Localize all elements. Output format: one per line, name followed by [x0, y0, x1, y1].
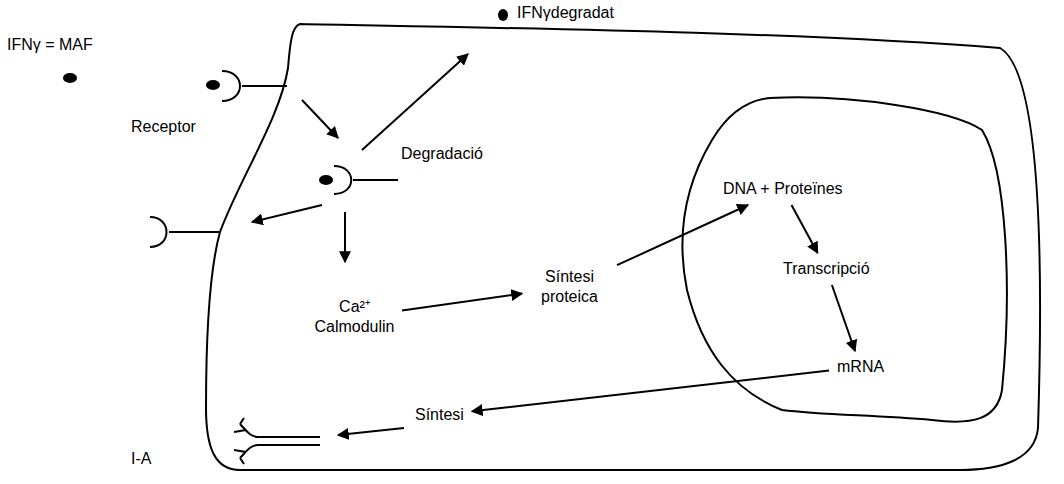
receptor-label: Receptor	[128, 116, 199, 138]
nucleus-outline-line	[682, 97, 1007, 421]
calcium-step: Ca²⁺ Calmodulin	[312, 296, 397, 338]
flow-arrow	[338, 428, 404, 435]
flow-arrow	[344, 212, 346, 262]
flow-connector	[792, 205, 818, 253]
node-text: IFNγdegradat	[517, 3, 614, 23]
protein-synthesis: Síntesi proteica	[527, 266, 612, 308]
mrna: mRNA	[834, 356, 887, 378]
node-text: Ca²⁺ Calmodulin	[314, 297, 395, 337]
receptor-tail	[353, 179, 398, 181]
degraded-ifn: IFNγdegradat	[514, 2, 617, 24]
ifn-dot	[63, 73, 77, 83]
internal-ifn-dot	[319, 175, 333, 185]
flow-connector	[832, 285, 855, 351]
receptor-symbol	[222, 71, 240, 101]
node-text: DNA + Proteïnes	[723, 179, 843, 199]
transcription: Transcripció	[780, 258, 873, 280]
flow-arrow	[252, 205, 322, 222]
node-text: Síntesi	[415, 405, 464, 425]
ifn-label: IFNγ = MAF	[4, 34, 96, 56]
ia-molecule	[234, 445, 258, 464]
node-text: mRNA	[837, 357, 884, 377]
receptor-symbol	[150, 217, 167, 247]
ia-molecule	[234, 418, 258, 437]
node-text: Síntesi proteica	[529, 267, 610, 307]
dna-proteins: DNA + Proteïnes	[720, 178, 846, 200]
ifn-degraded-dot	[498, 9, 508, 21]
receptor-tail	[169, 231, 219, 233]
degradation-label: Degradació	[398, 143, 486, 165]
cell-outline-shape	[200, 8, 1050, 478]
receptor-tail	[242, 85, 287, 87]
node-text: Transcripció	[783, 259, 870, 279]
receptor-symbol	[334, 166, 351, 194]
flow-connector	[402, 294, 522, 311]
ia-molecule	[258, 437, 320, 445]
synthesis: Síntesi	[412, 404, 467, 426]
ia-label: I-A	[128, 448, 154, 470]
flow-arrow	[302, 100, 338, 138]
cell-outline: Ca²⁺ Calmodulin Síntesi proteica DNA + Pro…	[200, 8, 1050, 478]
cell-outline-line	[206, 24, 1040, 470]
bound-ifn-dot	[206, 80, 220, 90]
flow-connector	[472, 371, 829, 412]
flow-arrow	[362, 54, 468, 150]
nucleus-outline: DNA + ProteïnesTranscripció mRNA	[672, 90, 1022, 435]
